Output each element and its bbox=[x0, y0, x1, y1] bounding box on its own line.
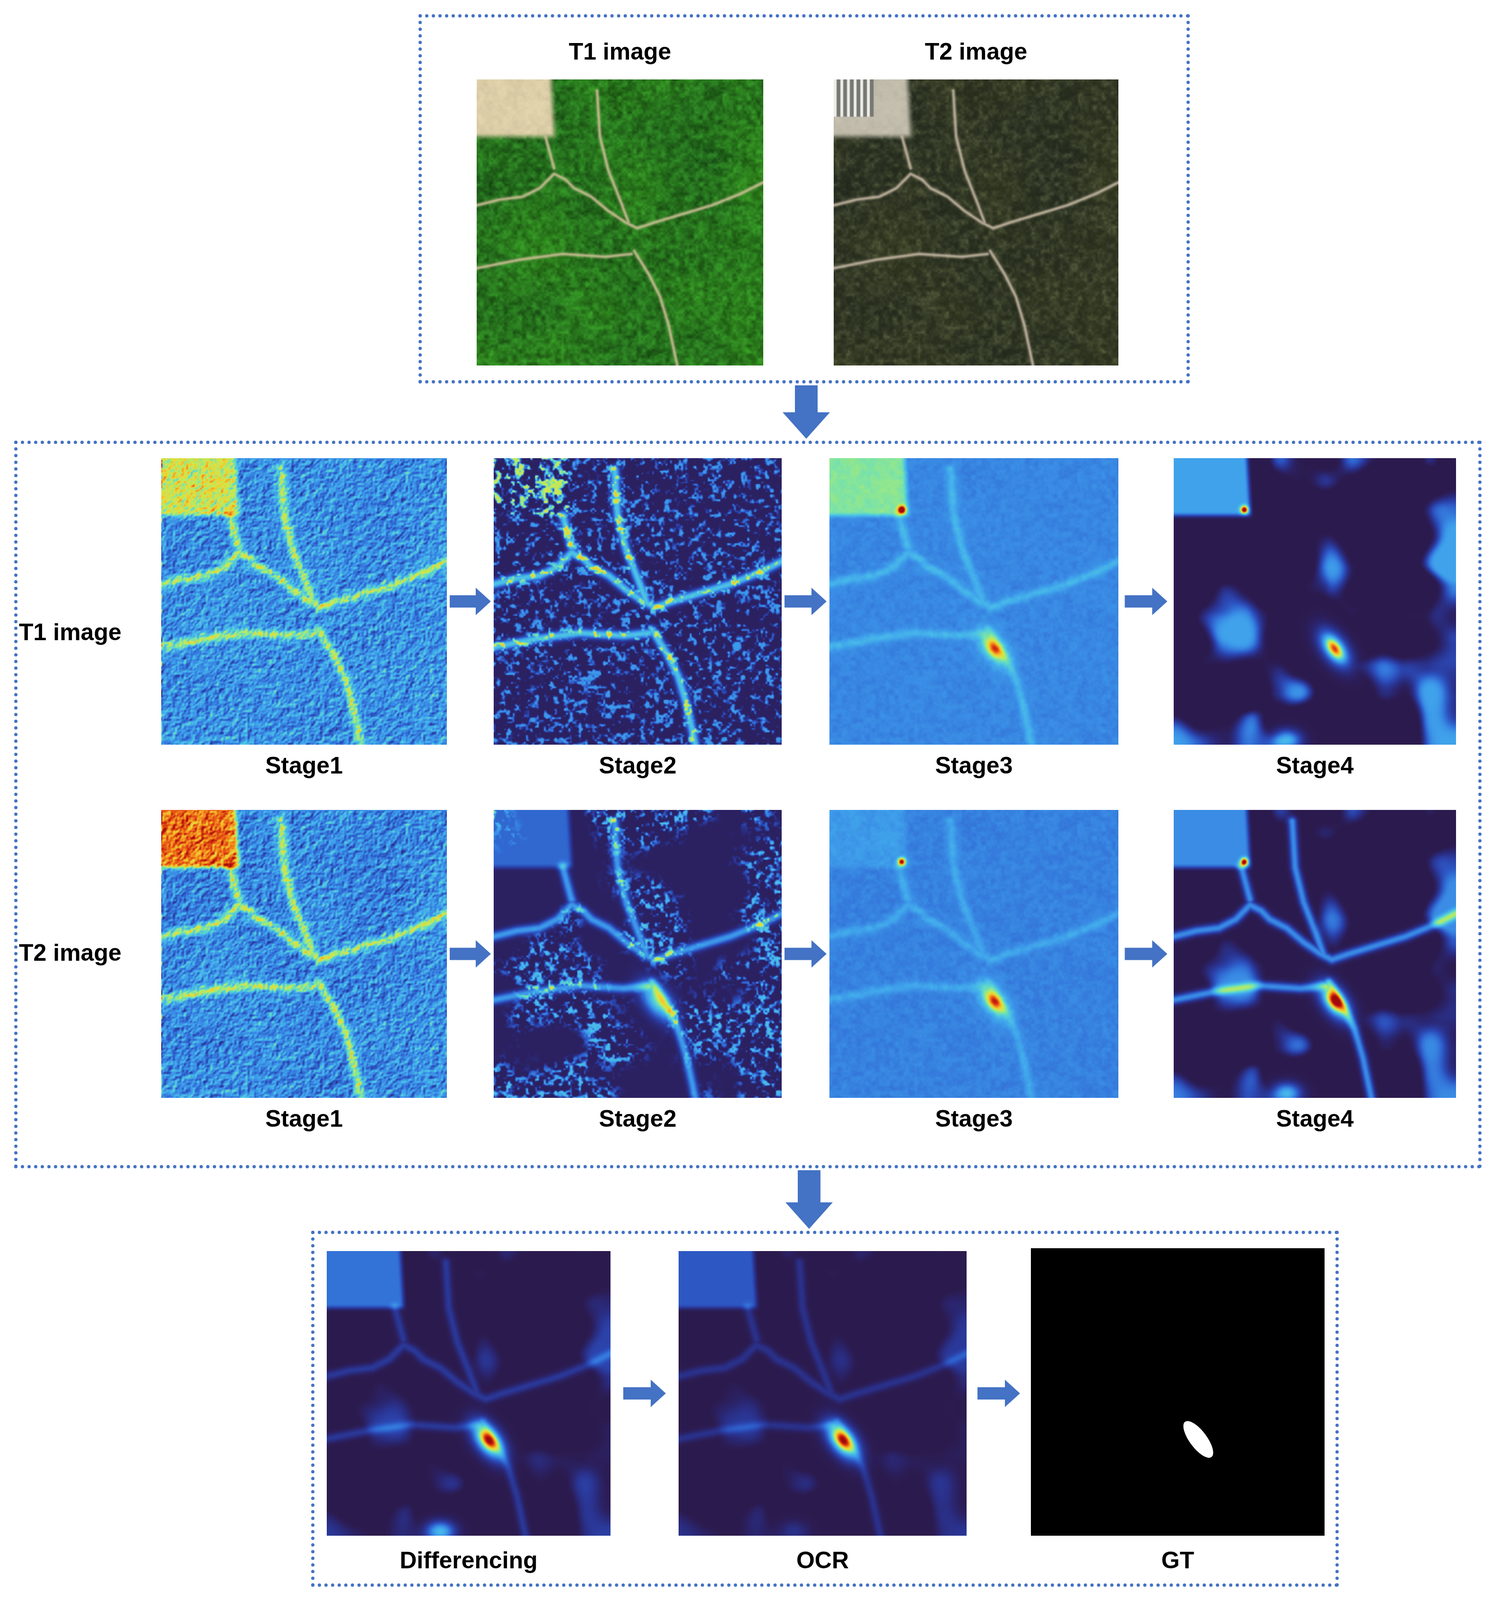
image-slot bbox=[161, 810, 447, 1099]
flow-arrow bbox=[784, 940, 827, 969]
dotted-panel: Stage1Stage2Stage3Stage4Stage1Stage2Stag… bbox=[14, 440, 1482, 1169]
image-caption: GT bbox=[1030, 1547, 1325, 1575]
image-node: T2 image bbox=[833, 38, 1119, 367]
image-slot bbox=[1173, 458, 1457, 745]
image-slot bbox=[493, 810, 782, 1099]
image-slot bbox=[829, 458, 1119, 745]
flow-arrow bbox=[784, 587, 827, 616]
dotted-panel: Differencing OCR GT bbox=[311, 1230, 1339, 1588]
satellite-image bbox=[476, 79, 764, 366]
feature-heatmap bbox=[493, 458, 782, 745]
image-node: Stage1 bbox=[161, 458, 447, 780]
row-label: T1 image bbox=[18, 619, 122, 647]
flow-arrow bbox=[449, 940, 491, 969]
image-caption: Stage1 bbox=[161, 1105, 447, 1134]
image-caption: Stage2 bbox=[493, 1105, 782, 1134]
image-caption: Stage4 bbox=[1173, 752, 1457, 780]
flow-arrow bbox=[1125, 940, 1168, 969]
dotted-panel: T1 image T2 image bbox=[418, 14, 1190, 384]
feature-heatmap bbox=[493, 810, 782, 1099]
image-slot bbox=[326, 1251, 611, 1536]
image-caption: Stage3 bbox=[829, 752, 1119, 780]
feature-heatmap bbox=[161, 458, 447, 745]
image-caption: Differencing bbox=[326, 1547, 611, 1575]
image-caption: OCR bbox=[678, 1547, 967, 1575]
image-slot bbox=[1030, 1248, 1325, 1536]
flow-arrow bbox=[449, 587, 491, 616]
image-caption: Stage4 bbox=[1173, 1105, 1457, 1134]
feature-heatmap bbox=[678, 1251, 967, 1536]
image-node: Stage3 bbox=[829, 458, 1119, 780]
flow-arrow bbox=[977, 1379, 1021, 1408]
image-node: Stage3 bbox=[829, 810, 1119, 1134]
image-caption: T2 image bbox=[833, 38, 1119, 66]
image-slot bbox=[476, 79, 764, 366]
image-caption: Stage2 bbox=[493, 752, 782, 780]
image-caption: T1 image bbox=[476, 38, 764, 66]
image-node: Stage4 bbox=[1173, 458, 1457, 780]
feature-heatmap bbox=[1173, 810, 1457, 1099]
feature-heatmap bbox=[829, 810, 1119, 1099]
image-node: T1 image bbox=[476, 38, 764, 367]
image-node: Stage4 bbox=[1173, 810, 1457, 1134]
mask-background bbox=[1030, 1248, 1325, 1536]
image-caption: Stage1 bbox=[161, 752, 447, 780]
image-node: GT bbox=[1030, 1248, 1325, 1575]
change-region bbox=[1177, 1416, 1219, 1463]
image-slot bbox=[829, 810, 1119, 1099]
image-slot bbox=[161, 458, 447, 745]
satellite-image bbox=[833, 79, 1119, 366]
image-node: Differencing bbox=[326, 1251, 611, 1575]
image-node: OCR bbox=[678, 1251, 967, 1575]
feature-heatmap bbox=[829, 458, 1119, 745]
flow-arrow bbox=[785, 1170, 833, 1230]
row-label: T2 image bbox=[18, 939, 122, 968]
feature-heatmap bbox=[1173, 458, 1457, 745]
image-slot bbox=[493, 458, 782, 745]
image-node: Stage2 bbox=[493, 810, 782, 1134]
flow-arrow bbox=[623, 1379, 666, 1408]
feature-heatmap bbox=[161, 810, 447, 1099]
image-caption: Stage3 bbox=[829, 1105, 1119, 1134]
image-slot bbox=[678, 1251, 967, 1536]
image-node: Stage2 bbox=[493, 458, 782, 780]
image-node: Stage1 bbox=[161, 810, 447, 1134]
flow-arrow bbox=[782, 385, 830, 439]
ground-truth-mask bbox=[1030, 1248, 1325, 1536]
flow-arrow bbox=[1125, 587, 1168, 616]
feature-heatmap bbox=[326, 1251, 611, 1536]
image-slot bbox=[1173, 810, 1457, 1099]
image-slot bbox=[833, 79, 1119, 366]
